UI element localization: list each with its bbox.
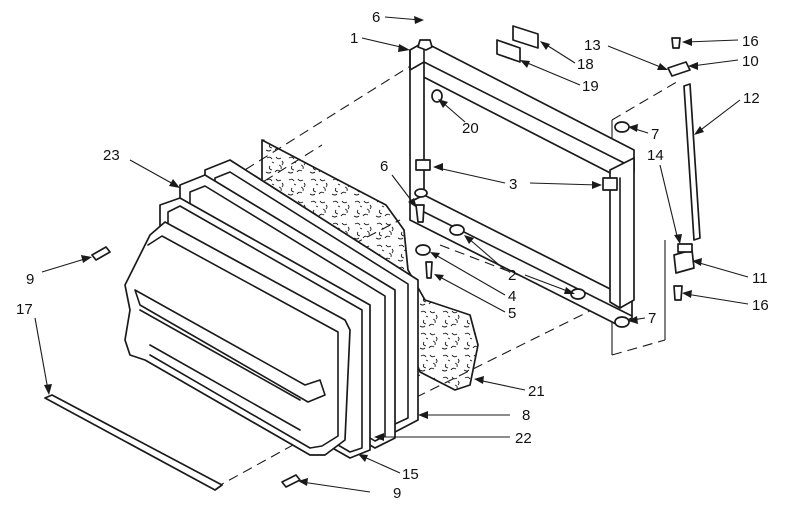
callout-9-bottom: 9 bbox=[393, 485, 401, 502]
callout-14: 14 bbox=[647, 147, 664, 164]
leader-lines bbox=[34, 16, 749, 493]
callout-23: 23 bbox=[103, 147, 120, 164]
callout-19: 19 bbox=[582, 78, 599, 95]
callout-6-middle: 6 bbox=[380, 158, 388, 175]
callout-21: 21 bbox=[528, 383, 545, 400]
door-liner bbox=[44, 221, 351, 491]
callout-16-top: 16 bbox=[742, 33, 759, 50]
callout-16-bottom: 16 bbox=[752, 297, 769, 314]
callout-2: 2 bbox=[508, 267, 516, 284]
callout-11: 11 bbox=[752, 270, 768, 287]
callout-1: 1 bbox=[350, 30, 358, 47]
callout-15: 15 bbox=[402, 466, 419, 483]
callout-labels: 1 2 3 4 5 6 6 7 7 8 9 9 10 11 12 13 14 1… bbox=[16, 9, 769, 502]
callout-7-top: 7 bbox=[651, 126, 659, 143]
callout-22: 22 bbox=[515, 430, 532, 447]
breaker-frame bbox=[409, 25, 635, 328]
callout-5: 5 bbox=[508, 305, 516, 322]
callout-18: 18 bbox=[577, 56, 594, 73]
callout-7-bottom: 7 bbox=[648, 310, 656, 327]
callout-6-top: 6 bbox=[372, 9, 380, 26]
screws bbox=[91, 246, 301, 488]
hinge-assembly bbox=[667, 37, 701, 301]
callout-9-left: 9 bbox=[26, 271, 34, 288]
callout-12: 12 bbox=[743, 90, 760, 107]
callout-17: 17 bbox=[16, 301, 33, 318]
callout-4: 4 bbox=[508, 288, 516, 305]
callout-13: 13 bbox=[584, 37, 601, 54]
callout-8: 8 bbox=[522, 407, 530, 424]
callout-10: 10 bbox=[742, 53, 759, 70]
callout-20: 20 bbox=[462, 120, 479, 137]
callout-3: 3 bbox=[509, 176, 517, 193]
